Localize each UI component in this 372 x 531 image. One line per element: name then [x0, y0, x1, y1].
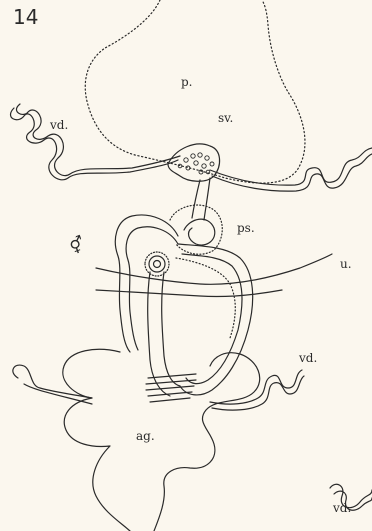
atrium-dotted: [176, 258, 235, 338]
genital-pore-inner: [154, 261, 161, 268]
label-vas-deferens-right: vd.: [299, 352, 317, 364]
label-albumen-gland: ag.: [136, 430, 155, 442]
atrium-outer: [178, 244, 253, 395]
label-penis-sheath: ps.: [237, 222, 255, 234]
seminal-vesicle-texture: [178, 153, 214, 174]
vas-deferens-left-lower: [13, 365, 92, 404]
muscle-band: [146, 374, 196, 402]
label-prostate: p.: [181, 76, 193, 88]
figure-number: 14: [13, 7, 38, 27]
label-seminal-vesicle: sv.: [218, 112, 233, 124]
vas-deferens-left-inner: [16, 104, 180, 176]
ureter-line-2: [96, 290, 282, 297]
penis-coil-inner: [126, 227, 178, 350]
vertical-duct-right: [162, 272, 180, 386]
label-ureter: u.: [340, 258, 352, 270]
penis-coil-outer: [115, 215, 178, 352]
genital-pore: [149, 256, 165, 272]
vas-deferens-right-lower-inner: [212, 376, 304, 410]
ejaculatory-duct: [192, 178, 210, 220]
atrium-inner: [182, 254, 242, 384]
label-vas-deferens-bottom: vd.: [333, 502, 351, 514]
penis-coil-center: [184, 219, 215, 245]
label-vas-deferens-left: vd.: [50, 119, 68, 131]
vas-deferens-right-lower: [210, 370, 302, 404]
